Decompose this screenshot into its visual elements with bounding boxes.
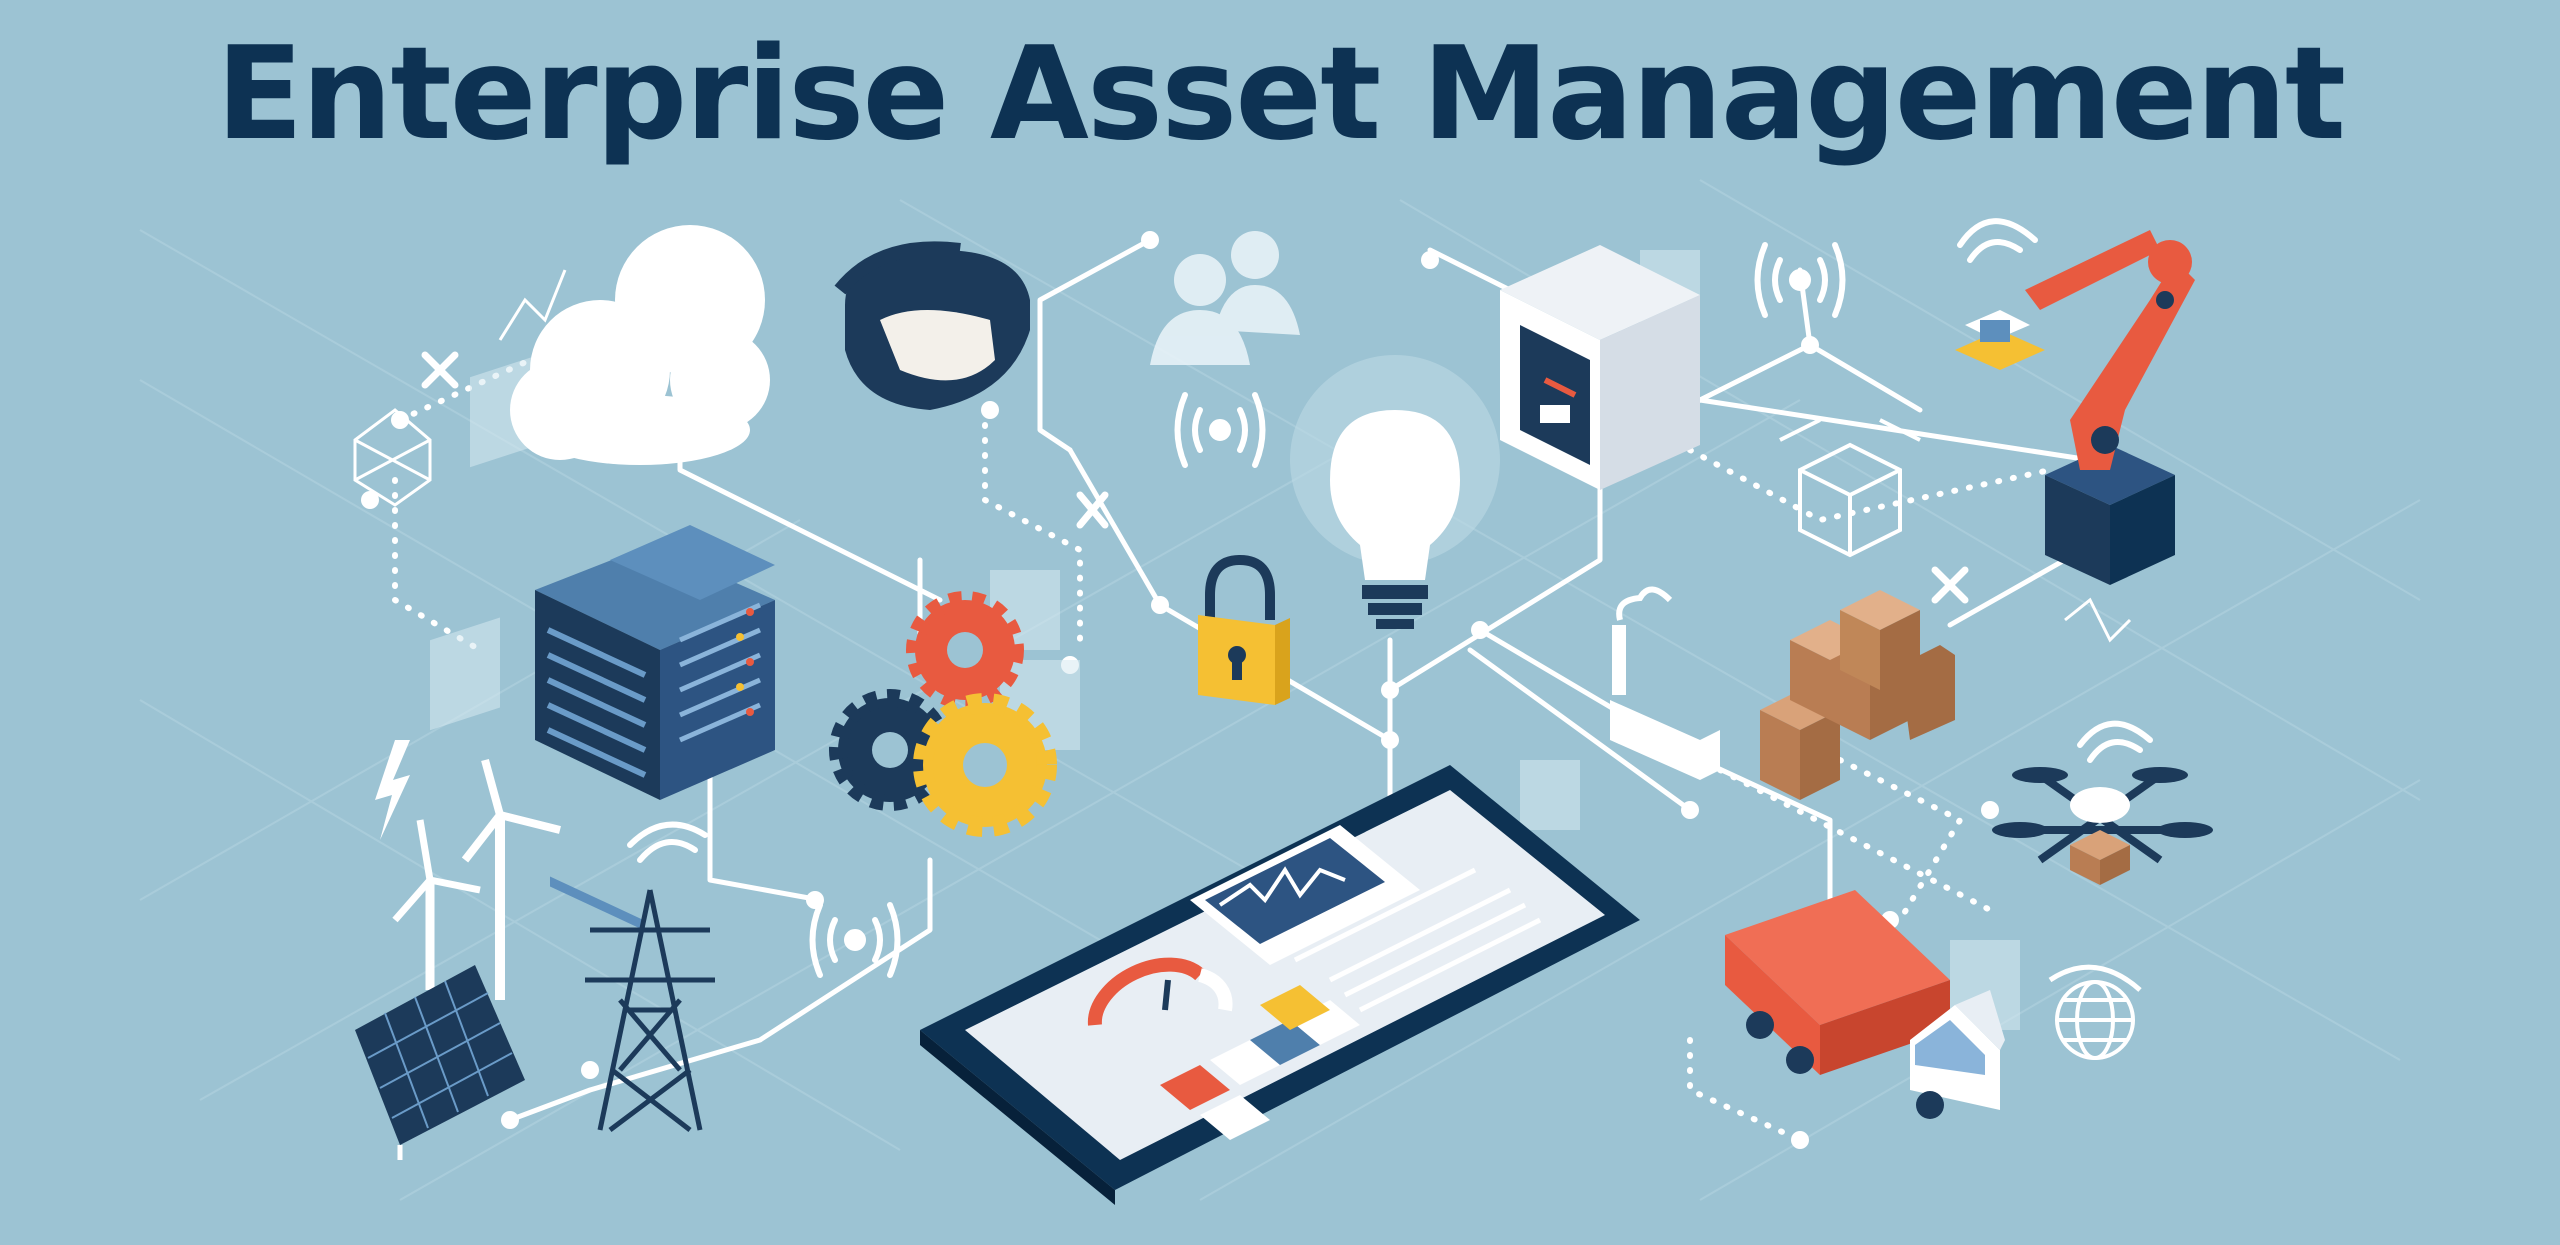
users-icon [1150, 231, 1300, 365]
solar-panel-icon [355, 965, 525, 1160]
boxes-icon [1760, 590, 1955, 800]
cloud-icon [510, 225, 770, 465]
server-rack-icon [535, 525, 775, 931]
lightning-icon [375, 740, 410, 840]
wifi-signal-icon [627, 218, 2153, 978]
connector-nodes [361, 231, 1999, 1149]
gears-icon [829, 591, 1057, 837]
drone-icon [1992, 767, 2213, 885]
vr-headset-icon [834, 241, 1030, 410]
cube-icon [1779, 418, 1921, 558]
light-bulb-icon [1290, 355, 1500, 629]
page-title: Enterprise Asset Management [215, 20, 2346, 169]
wind-turbines-icon [392, 758, 561, 1000]
network-graph-icon [498, 269, 2132, 643]
padlock-icon [1198, 554, 1290, 705]
factory-icon [1610, 586, 1720, 780]
tablet-dashboard-icon [920, 765, 1640, 1205]
power-pylon-icon [585, 889, 715, 1132]
wireframe-icon [353, 408, 432, 507]
3d-printer-icon [1500, 245, 1700, 490]
delivery-truck-icon [1725, 890, 2005, 1119]
globe-icon [2048, 964, 2142, 1060]
robot-arm-icon [1955, 230, 2195, 585]
x-marks [421, 351, 1969, 604]
